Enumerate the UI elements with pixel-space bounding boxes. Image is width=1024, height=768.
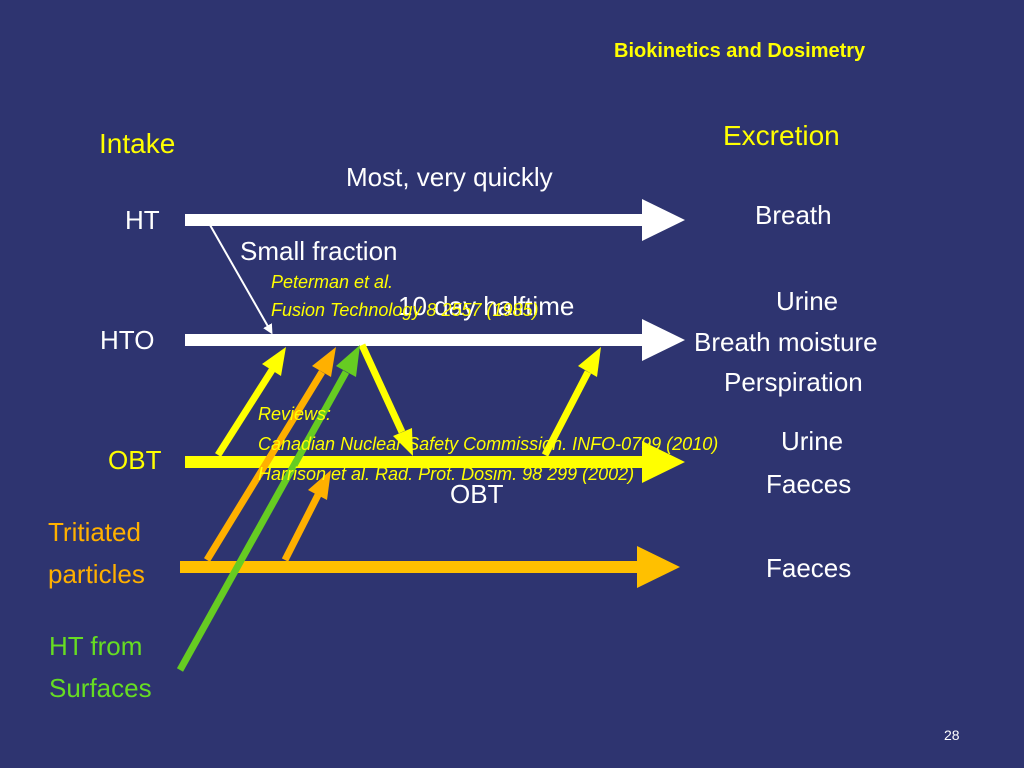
ht-breath-arrow <box>185 199 685 241</box>
most-quickly-label: Most, very quickly <box>346 162 553 192</box>
page-number: 28 <box>944 727 960 743</box>
obt-to-hto-arrow <box>215 347 286 457</box>
excretion-perspiration-label: Perspiration <box>724 367 863 397</box>
intake-surfaces-line1: HT from <box>49 631 143 661</box>
reference-harrison: Harrison et al. Rad. Prot. Dosim. 98 299… <box>258 464 635 484</box>
excretion-particles-faeces-label: Faeces <box>766 553 852 583</box>
halftime-label: 10 day halftime <box>398 291 575 321</box>
particles-faeces-arrow <box>180 546 680 588</box>
slide-title: Biokinetics and Dosimetry <box>614 40 866 62</box>
excretion-breath-label: Breath <box>755 200 832 230</box>
hto-to-obt-arrow <box>358 343 413 456</box>
reference-cnsc: Canadian Nuclear Safety Commission. INFO… <box>258 434 719 454</box>
intake-surfaces-line2: Surfaces <box>49 673 152 703</box>
intake-obt-label: OBT <box>108 445 162 475</box>
excretion-breath-moisture-label: Breath moisture <box>694 327 878 357</box>
small-fraction-label: Small fraction <box>240 236 398 266</box>
particles-to-hto-arrow <box>204 347 336 562</box>
intake-tritiated-line2: particles <box>48 559 145 589</box>
reference-reviews-heading: Reviews: <box>258 404 332 424</box>
excretion-header: Excretion <box>723 120 840 151</box>
ht-to-hto-arrow <box>209 224 273 335</box>
intake-header: Intake <box>99 128 176 159</box>
obt-flow-label: OBT <box>450 479 504 509</box>
reference-peterman-line2: Fusion Technology 8 2557 (1985) <box>271 300 539 320</box>
obt-halftime-arrow <box>541 347 601 457</box>
surfaces-to-hto-arrow <box>176 345 360 672</box>
intake-tritiated-line1: Tritiated <box>48 517 141 547</box>
hto-excretion-arrow <box>185 319 685 361</box>
reference-peterman-line1: Peterman et al. <box>271 272 394 292</box>
excretion-obt-urine-label: Urine <box>781 426 844 456</box>
excretion-obt-faeces-label: Faeces <box>766 469 852 499</box>
particles-to-obt-arrow <box>281 470 331 562</box>
obt-excretion-arrow <box>185 441 685 483</box>
intake-hto-label: HTO <box>100 325 155 355</box>
excretion-urine-label: Urine <box>776 286 839 316</box>
intake-ht-label: HT <box>125 205 160 235</box>
